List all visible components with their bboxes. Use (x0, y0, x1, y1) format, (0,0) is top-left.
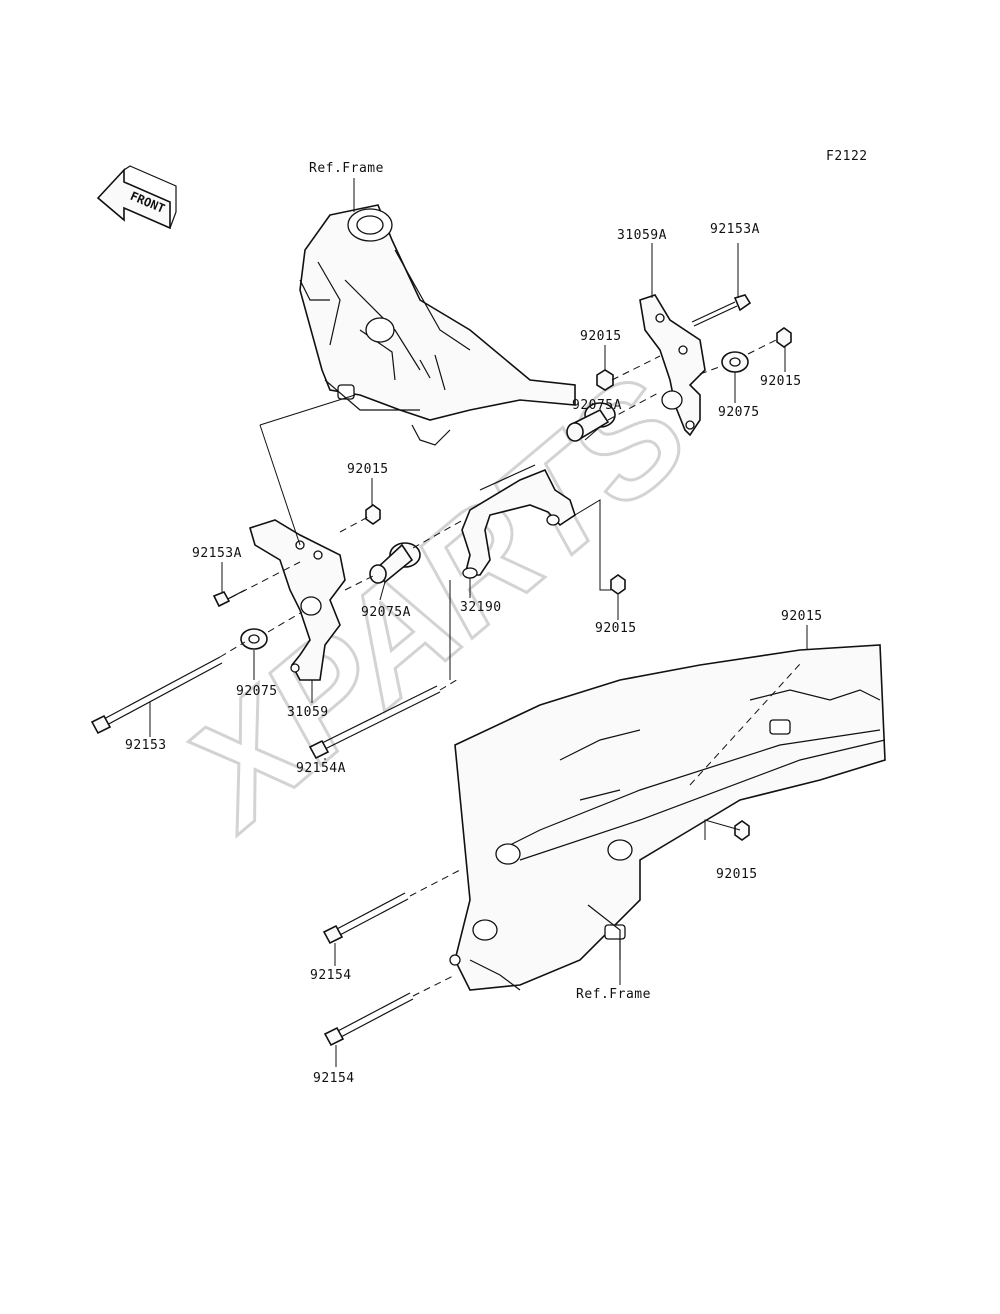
part-label-92015-far-right[interactable]: 92015 (781, 609, 823, 624)
part-label-92153[interactable]: 92153 (125, 738, 167, 753)
lower-frame-section (449, 644, 886, 991)
part-label-92153A-left[interactable]: 92153A (192, 546, 242, 561)
assembly-line-7 (607, 391, 661, 421)
assembly-line-10 (747, 339, 777, 355)
bolt-92153A-left (212, 589, 246, 608)
assembly-line-4 (339, 516, 369, 533)
part-label-92075-left[interactable]: 92075 (236, 684, 278, 699)
assembly-line-9 (699, 365, 723, 375)
part-label-92075A-top[interactable]: 92075A (572, 398, 622, 413)
nut-92015-lower-right (734, 820, 750, 841)
leader-92075A-left (379, 581, 386, 601)
assembly-line-14 (689, 663, 801, 786)
leader-92015-lower (704, 819, 741, 840)
assembly-line-2 (267, 611, 303, 633)
ref-frame-bottom-label: Ref.Frame (576, 987, 651, 1002)
left-mount-bracket (249, 519, 346, 681)
washer-92075-right (721, 351, 749, 373)
leader-frame-link (259, 394, 356, 426)
part-label-92015-center[interactable]: 92015 (595, 621, 637, 636)
damper-92075A-left (369, 542, 421, 584)
nut-92015-right (776, 327, 792, 348)
nut-92015-upper-center (596, 369, 614, 391)
part-label-92015-right[interactable]: 92015 (760, 374, 802, 389)
part-label-92154A[interactable]: 92154A (296, 761, 346, 776)
leader-32190-right (574, 499, 611, 591)
assembly-line-3 (229, 561, 301, 599)
figure-code: F2122 (826, 149, 868, 164)
bolt-92153 (90, 656, 223, 735)
assembly-line-6 (412, 519, 464, 549)
ref-frame-top-label: Ref.Frame (309, 161, 384, 176)
assembly-line-11 (439, 677, 461, 691)
nut-92015-mid-left (365, 504, 381, 525)
bolt-92154A (308, 685, 441, 760)
part-label-92154-lower[interactable]: 92154 (313, 1071, 355, 1086)
assembly-line-5 (344, 574, 376, 591)
upper-frame-section (299, 204, 576, 446)
part-label-92015-upper-center[interactable]: 92015 (580, 329, 622, 344)
part-label-31059[interactable]: 31059 (287, 705, 329, 720)
assembly-line-8 (611, 355, 661, 381)
part-label-92015-lower-right[interactable]: 92015 (716, 867, 758, 882)
part-label-92154-upper[interactable]: 92154 (310, 968, 352, 983)
right-mount-bracket (639, 294, 706, 437)
washer-92075-left (240, 628, 268, 650)
part-label-32190[interactable]: 32190 (460, 600, 502, 615)
part-label-92153A-top[interactable]: 92153A (710, 222, 760, 237)
bolt-92153A-top (691, 294, 752, 327)
leader-92075A-top (584, 426, 601, 441)
front-arrow-icon: FRONT (96, 165, 177, 230)
nut-92015-center (610, 574, 626, 595)
bolt-92154-lower (323, 992, 414, 1047)
part-label-92015-mid-left[interactable]: 92015 (347, 462, 389, 477)
damper-92075A-top (566, 402, 616, 442)
mount-bar-32190 (461, 464, 576, 579)
assembly-line-13 (412, 974, 456, 997)
part-label-92075A-left[interactable]: 92075A (361, 605, 411, 620)
part-label-31059A[interactable]: 31059A (617, 228, 667, 243)
leader-frame-to-bracket (259, 424, 301, 546)
bolt-92154-upper (322, 892, 409, 945)
assembly-line-12 (409, 869, 461, 897)
assembly-line-1 (219, 641, 246, 658)
part-label-92075-right[interactable]: 92075 (718, 405, 760, 420)
